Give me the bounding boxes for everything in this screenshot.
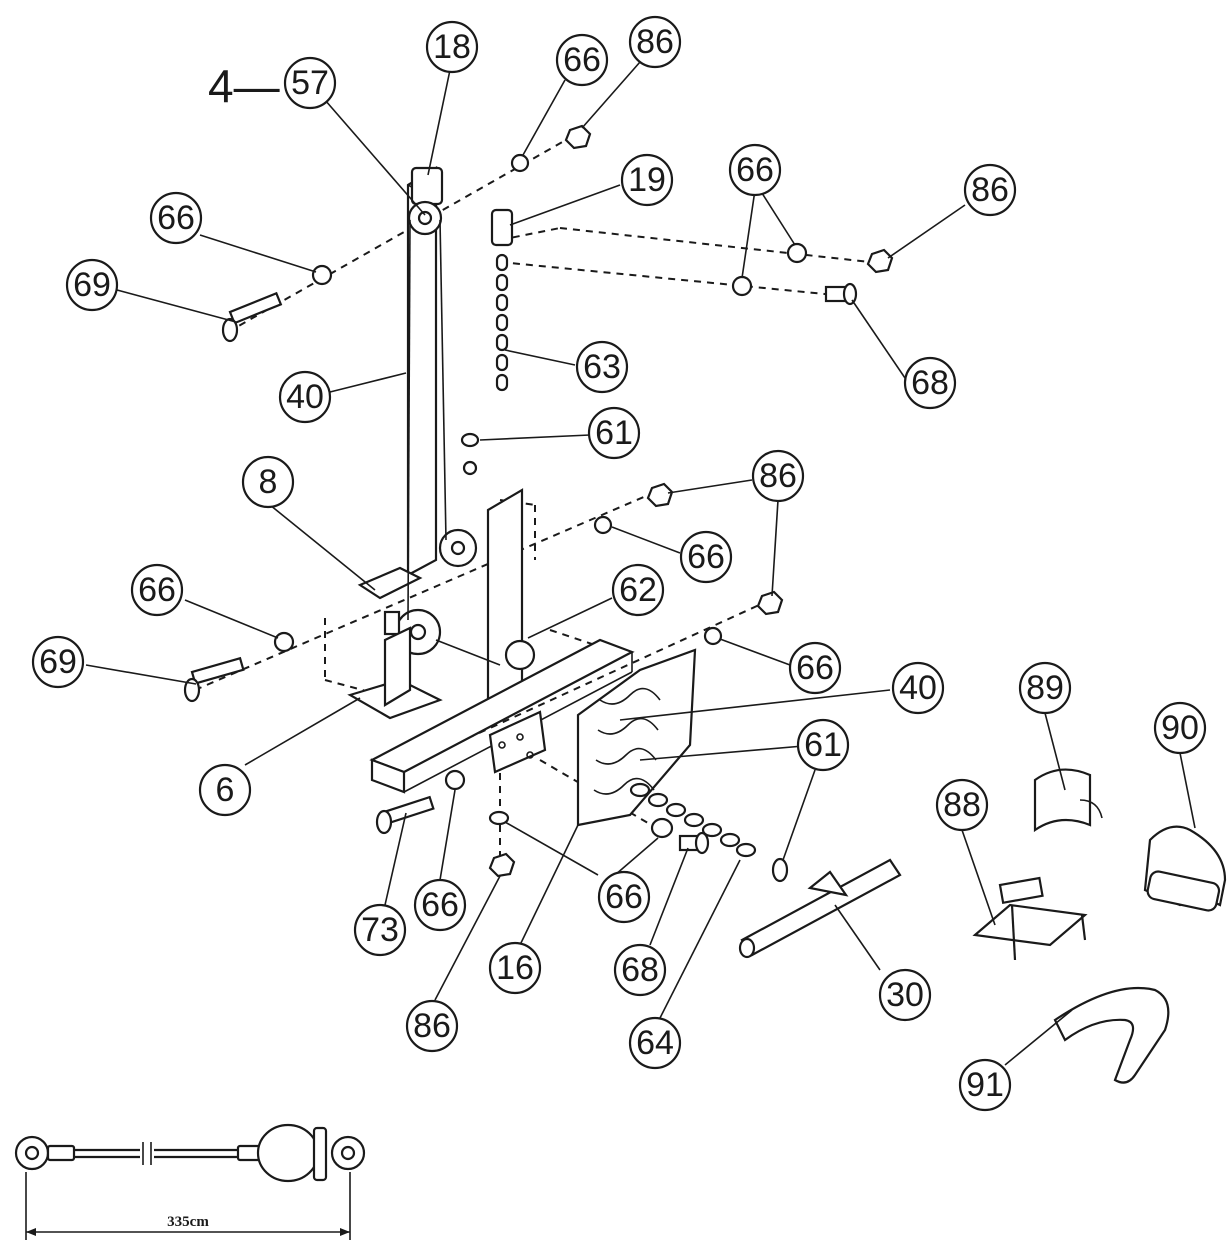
callout-86: 86 bbox=[963, 163, 1017, 217]
cable-detail: 335cm bbox=[14, 1123, 366, 1240]
svg-text:66: 66 bbox=[605, 878, 643, 916]
svg-text:66: 66 bbox=[421, 886, 459, 924]
svg-text:6: 6 bbox=[216, 771, 235, 809]
assembly-prefix-label: 4— bbox=[208, 60, 280, 112]
main-frame bbox=[347, 166, 697, 827]
callout-66: 66 bbox=[788, 641, 842, 695]
callout-61: 61 bbox=[587, 406, 641, 460]
callout-68: 68 bbox=[903, 356, 957, 410]
cables bbox=[407, 219, 501, 666]
callout-64: 64 bbox=[628, 1016, 682, 1070]
svg-text:68: 68 bbox=[911, 364, 949, 402]
callout-61: 61 bbox=[796, 718, 850, 772]
svg-text:19: 19 bbox=[628, 161, 666, 199]
callout-57: 57 bbox=[283, 56, 337, 110]
svg-text:86: 86 bbox=[759, 457, 797, 495]
callout-69: 69 bbox=[65, 258, 119, 312]
svg-text:90: 90 bbox=[1161, 709, 1199, 747]
svg-text:18: 18 bbox=[433, 28, 471, 66]
callout-18: 18 bbox=[425, 20, 479, 74]
callout-68: 68 bbox=[613, 943, 667, 997]
svg-text:62: 62 bbox=[619, 571, 657, 609]
svg-text:73: 73 bbox=[361, 911, 399, 949]
callout-66: 66 bbox=[130, 563, 184, 617]
callout-6: 6 bbox=[198, 763, 252, 817]
svg-text:88: 88 bbox=[943, 786, 981, 824]
svg-text:89: 89 bbox=[1026, 669, 1064, 707]
callout-69: 69 bbox=[31, 635, 85, 689]
callout-62: 62 bbox=[611, 563, 665, 617]
callout-66: 66 bbox=[149, 191, 203, 245]
svg-text:16: 16 bbox=[496, 949, 534, 987]
svg-text:91: 91 bbox=[966, 1066, 1004, 1104]
callout-66: 66 bbox=[728, 143, 782, 197]
svg-text:61: 61 bbox=[804, 726, 842, 764]
svg-text:64: 64 bbox=[636, 1024, 674, 1062]
callout-16: 16 bbox=[488, 941, 542, 995]
svg-text:86: 86 bbox=[413, 1007, 451, 1045]
svg-text:63: 63 bbox=[583, 348, 621, 386]
svg-text:8: 8 bbox=[259, 463, 278, 501]
callout-19: 19 bbox=[620, 153, 674, 207]
callout-66: 66 bbox=[597, 870, 651, 924]
callout-88: 88 bbox=[935, 778, 989, 832]
svg-text:61: 61 bbox=[595, 414, 633, 452]
callout-40: 40 bbox=[278, 370, 332, 424]
svg-text:66: 66 bbox=[687, 538, 725, 576]
svg-text:66: 66 bbox=[138, 571, 176, 609]
callout-63: 63 bbox=[575, 340, 629, 394]
fasteners bbox=[183, 124, 894, 883]
accessories bbox=[738, 768, 1227, 1084]
callout-86: 86 bbox=[405, 999, 459, 1053]
svg-text:69: 69 bbox=[39, 643, 77, 681]
callout-66: 66 bbox=[679, 530, 733, 584]
callout-30: 30 bbox=[878, 968, 932, 1022]
callout-66: 66 bbox=[413, 878, 467, 932]
callout-73: 73 bbox=[353, 903, 407, 957]
callout-86: 86 bbox=[751, 449, 805, 503]
cable-length-label: 335cm bbox=[167, 1214, 209, 1230]
svg-text:66: 66 bbox=[563, 41, 601, 79]
callout-91: 91 bbox=[958, 1058, 1012, 1112]
callout-89: 89 bbox=[1018, 661, 1072, 715]
svg-text:86: 86 bbox=[636, 23, 674, 61]
svg-text:57: 57 bbox=[291, 64, 329, 102]
callout-66: 66 bbox=[555, 33, 609, 87]
svg-text:69: 69 bbox=[73, 266, 111, 304]
callout-90: 90 bbox=[1153, 701, 1207, 755]
chain-64 bbox=[629, 782, 757, 858]
svg-text:86: 86 bbox=[971, 171, 1009, 209]
svg-text:66: 66 bbox=[796, 649, 834, 687]
callout-8: 8 bbox=[241, 455, 295, 509]
leader-lines bbox=[85, 61, 1196, 1066]
svg-text:68: 68 bbox=[621, 951, 659, 989]
callout-86: 86 bbox=[628, 15, 682, 69]
chain-63 bbox=[490, 208, 514, 392]
svg-text:40: 40 bbox=[899, 669, 937, 707]
svg-text:66: 66 bbox=[736, 151, 774, 189]
svg-text:30: 30 bbox=[886, 976, 924, 1014]
svg-text:66: 66 bbox=[157, 199, 195, 237]
callout-40: 40 bbox=[891, 661, 945, 715]
svg-text:40: 40 bbox=[286, 378, 324, 416]
